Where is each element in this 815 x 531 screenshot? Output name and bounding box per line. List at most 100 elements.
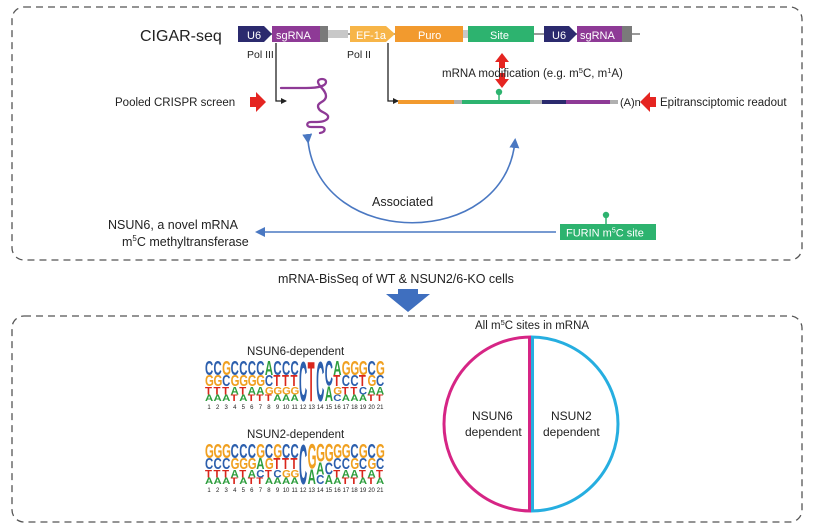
logo-letter-A: A bbox=[291, 394, 300, 404]
logo-letter-T: T bbox=[359, 372, 366, 389]
nsun6-sequence-logo: CGTACGTAGCTACGATCGTACGATCGATACGTCTGACTGA… bbox=[205, 350, 385, 414]
sgrna-hairpin bbox=[279, 77, 330, 135]
logo-letter-A: A bbox=[282, 477, 291, 487]
mod-down-arrow bbox=[495, 73, 509, 88]
logo-position-label: 8 bbox=[267, 488, 271, 494]
logo-letter-C: C bbox=[342, 455, 350, 472]
logo-position-label: 15 bbox=[325, 488, 332, 494]
logo-letter-A: A bbox=[325, 472, 333, 487]
logo-letter-T: T bbox=[248, 477, 256, 487]
polya-tail: (A)n bbox=[620, 97, 641, 109]
mod-up-arrow bbox=[495, 53, 509, 68]
ef1a-label: EF-1a bbox=[356, 30, 387, 42]
logo-letter-A: A bbox=[367, 469, 375, 481]
logo-letter-C: C bbox=[205, 455, 213, 472]
logo-letter-G: G bbox=[222, 441, 231, 463]
logo-letter-A: A bbox=[325, 382, 333, 406]
nsun2-half-circle bbox=[530, 335, 620, 513]
pol3-transcription-arrow bbox=[275, 43, 287, 104]
u6-promoter-1 bbox=[238, 26, 272, 42]
logo-position-label: 11 bbox=[291, 405, 298, 411]
logo-letter-C: C bbox=[299, 433, 307, 497]
logo-letter-A: A bbox=[376, 386, 384, 398]
circle-left-line2: dependent bbox=[465, 425, 522, 439]
sgrna-block-1 bbox=[272, 26, 320, 42]
logo-letter-T: T bbox=[333, 372, 340, 389]
logo-position-label: 20 bbox=[368, 405, 375, 411]
logo-position-label: 21 bbox=[377, 488, 384, 494]
logo-letter-C: C bbox=[367, 441, 375, 463]
logo-position-label: 3 bbox=[225, 488, 229, 494]
logo-letter-A: A bbox=[214, 394, 223, 404]
logo-letter-C: C bbox=[291, 358, 299, 380]
logo-letter-A: A bbox=[222, 394, 231, 404]
logo-letter-G: G bbox=[350, 358, 359, 380]
furin-label: FURIN m5C site bbox=[566, 228, 644, 240]
spacer-2 bbox=[463, 30, 468, 38]
ef1a-promoter bbox=[350, 26, 395, 42]
logo-letter-T: T bbox=[231, 477, 239, 487]
logo-letter-A: A bbox=[342, 394, 351, 404]
logo-letter-G: G bbox=[350, 455, 359, 472]
logo-letter-T: T bbox=[222, 469, 229, 481]
logo-letter-G: G bbox=[333, 386, 342, 398]
logo-letter-C: C bbox=[325, 459, 333, 479]
logo-letter-T: T bbox=[367, 477, 375, 487]
logo-position-label: 13 bbox=[308, 405, 315, 411]
logo-letter-T: T bbox=[205, 469, 212, 481]
logo-letter-G: G bbox=[342, 358, 351, 380]
logo-letter-G: G bbox=[333, 441, 342, 463]
logo-letter-C: C bbox=[359, 455, 367, 472]
logo-letter-T: T bbox=[291, 455, 298, 472]
logo-letter-A: A bbox=[265, 358, 273, 380]
logo-letter-C: C bbox=[214, 358, 222, 380]
logo-letter-A: A bbox=[333, 358, 341, 380]
logo-letter-T: T bbox=[376, 394, 384, 404]
mrna-seg-navy bbox=[542, 100, 566, 104]
logo-position-label: 16 bbox=[334, 405, 341, 411]
logo-letter-G: G bbox=[367, 455, 376, 472]
logo-letter-C: C bbox=[239, 441, 247, 463]
logo-letter-A: A bbox=[376, 477, 385, 487]
logo-letter-C: C bbox=[248, 358, 256, 380]
associated-label: Associated bbox=[372, 195, 433, 209]
logo-letter-T: T bbox=[367, 394, 375, 404]
logo-letter-A: A bbox=[316, 459, 324, 479]
logo-letter-G: G bbox=[367, 372, 376, 389]
logo-letter-T: T bbox=[376, 469, 383, 481]
logo-letter-C: C bbox=[282, 441, 290, 463]
logo-position-label: 7 bbox=[259, 488, 263, 494]
logo-letter-T: T bbox=[239, 386, 246, 398]
logo-letter-A: A bbox=[239, 394, 248, 404]
logo-letter-G: G bbox=[342, 441, 351, 463]
mrna-seg-purple bbox=[566, 100, 610, 104]
logo-letter-A: A bbox=[256, 455, 264, 472]
logo-letter-T: T bbox=[282, 455, 289, 472]
logo-letter-A: A bbox=[222, 477, 231, 487]
logo-letter-G: G bbox=[265, 455, 274, 472]
logo-letter-G: G bbox=[231, 455, 240, 472]
puro-label: Puro bbox=[418, 30, 441, 42]
logo-letter-G: G bbox=[316, 440, 325, 468]
logo-letter-T: T bbox=[248, 394, 256, 404]
logo-letter-A: A bbox=[273, 477, 282, 487]
logo-letter-A: A bbox=[256, 386, 264, 398]
logo-letter-T: T bbox=[273, 455, 280, 472]
logo-letter-C: C bbox=[359, 386, 367, 398]
pol2-transcription-arrow bbox=[387, 43, 399, 104]
pooled-label: Pooled CRISPR screen bbox=[115, 97, 235, 109]
bisseq-label: mRNA-BisSeq of WT & NSUN2/6-KO cells bbox=[278, 272, 514, 286]
logo-letter-C: C bbox=[222, 455, 230, 472]
logo-letter-A: A bbox=[205, 394, 214, 404]
circle-left-line1: NSUN6 bbox=[472, 409, 513, 423]
logo-letter-C: C bbox=[342, 372, 350, 389]
logo-letter-C: C bbox=[205, 358, 213, 380]
mrna-seg-grey3 bbox=[610, 100, 618, 104]
logo-position-label: 1 bbox=[207, 488, 211, 494]
logo-position-label: 17 bbox=[343, 488, 350, 494]
logo-position-label: 6 bbox=[250, 488, 254, 494]
sgrna-label-2: sgRNA bbox=[580, 30, 616, 42]
logo-position-label: 18 bbox=[351, 405, 358, 411]
logo-letter-T: T bbox=[291, 372, 298, 389]
sgrna-block-2 bbox=[577, 26, 622, 42]
